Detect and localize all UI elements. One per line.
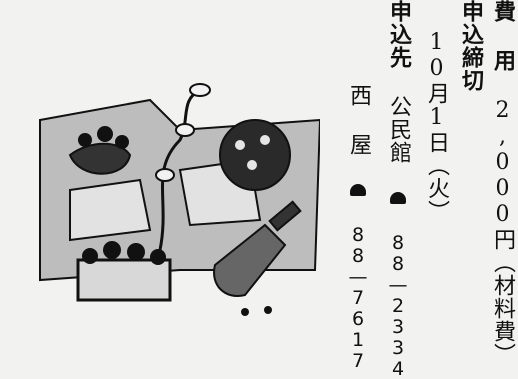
contact-label: 申込先 [386,0,411,69]
gardening-illustration [39,83,320,316]
contact-tel-1: 88—2334 [387,232,409,379]
deadline-value: 10月1日（火） [424,30,449,223]
telephone-icon [390,192,406,204]
deadline-label: 申込締切 [458,0,483,92]
contact-line1: 申込先 公民館 88—2334 [384,0,412,379]
contact-tel-2: 88—7617 [347,224,369,371]
fee-label: 費 用 [490,0,515,72]
contact-place-2: 西 屋 [346,84,371,156]
contact-place-1: 公民館 [386,95,411,164]
fee-value: 2,000円（材料費） [490,98,515,366]
contact-line2: 西 屋 88—7617 [344,84,372,371]
deadline-value-column: 10月1日（火） [422,30,450,223]
deadline-label-column: 申込締切 [456,0,484,92]
telephone-icon [350,184,366,196]
fee-column: 費 用 2,000円（材料費） [488,0,516,366]
